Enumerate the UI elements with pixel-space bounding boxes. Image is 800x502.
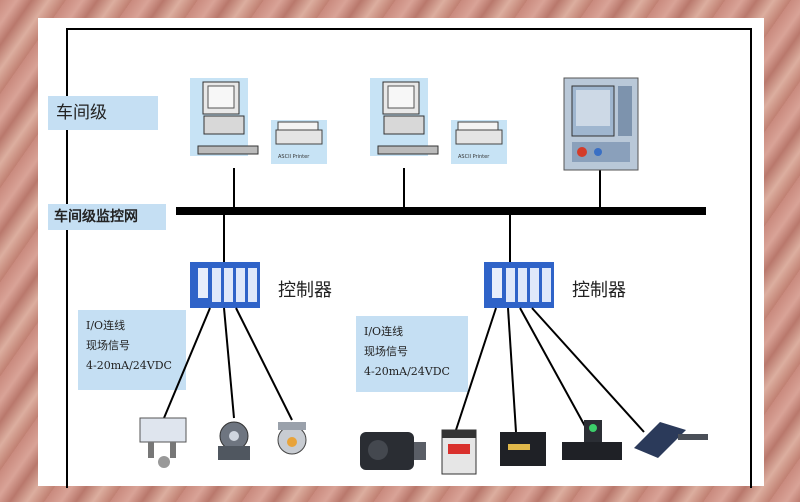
diagram-graphics: ASCII Printer ASCII Printer: [139, 77, 708, 475]
workstation-icon: [190, 78, 259, 156]
workstation-icon: [370, 78, 439, 156]
io-wire: [507, 307, 517, 433]
io-line-3: 4-20mA/24VDC: [364, 365, 450, 378]
flowmeter-icon: [562, 420, 622, 460]
valve-icon: [277, 422, 307, 455]
io-line-3: 4-20mA/24VDC: [86, 359, 172, 372]
io-box-right: I/O连线 现场信号 4-20mA/24VDC: [356, 316, 468, 392]
printer-label: ASCII Printer: [278, 154, 310, 160]
motor-icon: [360, 432, 426, 470]
io-line-1: I/O连线: [364, 325, 404, 338]
controller-label-right: 控制器: [572, 280, 626, 301]
diagram-frame: [66, 28, 752, 488]
pump-icon: [218, 421, 250, 460]
workshop-level-label: 车间级: [48, 96, 158, 130]
io-wire: [531, 307, 645, 433]
io-wire: [235, 307, 293, 421]
diagram-canvas: 车间级 车间级监控网 I/O连线 现场信号 4-20mA/24VDC I/O连线…: [38, 18, 764, 488]
hmi-panel-icon: [563, 77, 639, 171]
io-line-2: 现场信号: [364, 345, 408, 358]
io-wire: [519, 307, 587, 429]
valve-icon: [139, 417, 187, 468]
controller-label-left: 控制器: [278, 280, 332, 301]
printer-label: ASCII Printer: [458, 154, 490, 160]
monitor-network-label: 车间级监控网: [48, 204, 166, 230]
drive-icon: [441, 429, 477, 475]
io-wire: [163, 307, 211, 419]
io-box-left: I/O连线 现场信号 4-20mA/24VDC: [78, 310, 186, 390]
io-wire: [455, 307, 497, 431]
printer-icon: ASCII Printer: [451, 120, 507, 164]
io-line-1: I/O连线: [86, 319, 126, 332]
io-wire: [223, 307, 235, 419]
io-line-2: 现场信号: [86, 339, 130, 352]
transmitter-icon: [634, 422, 708, 458]
plc-controller-icon: [190, 262, 260, 308]
plc-controller-icon: [484, 262, 554, 308]
printer-icon: ASCII Printer: [271, 120, 327, 164]
network-bus: [176, 207, 706, 215]
transmitter-icon: [500, 432, 546, 466]
